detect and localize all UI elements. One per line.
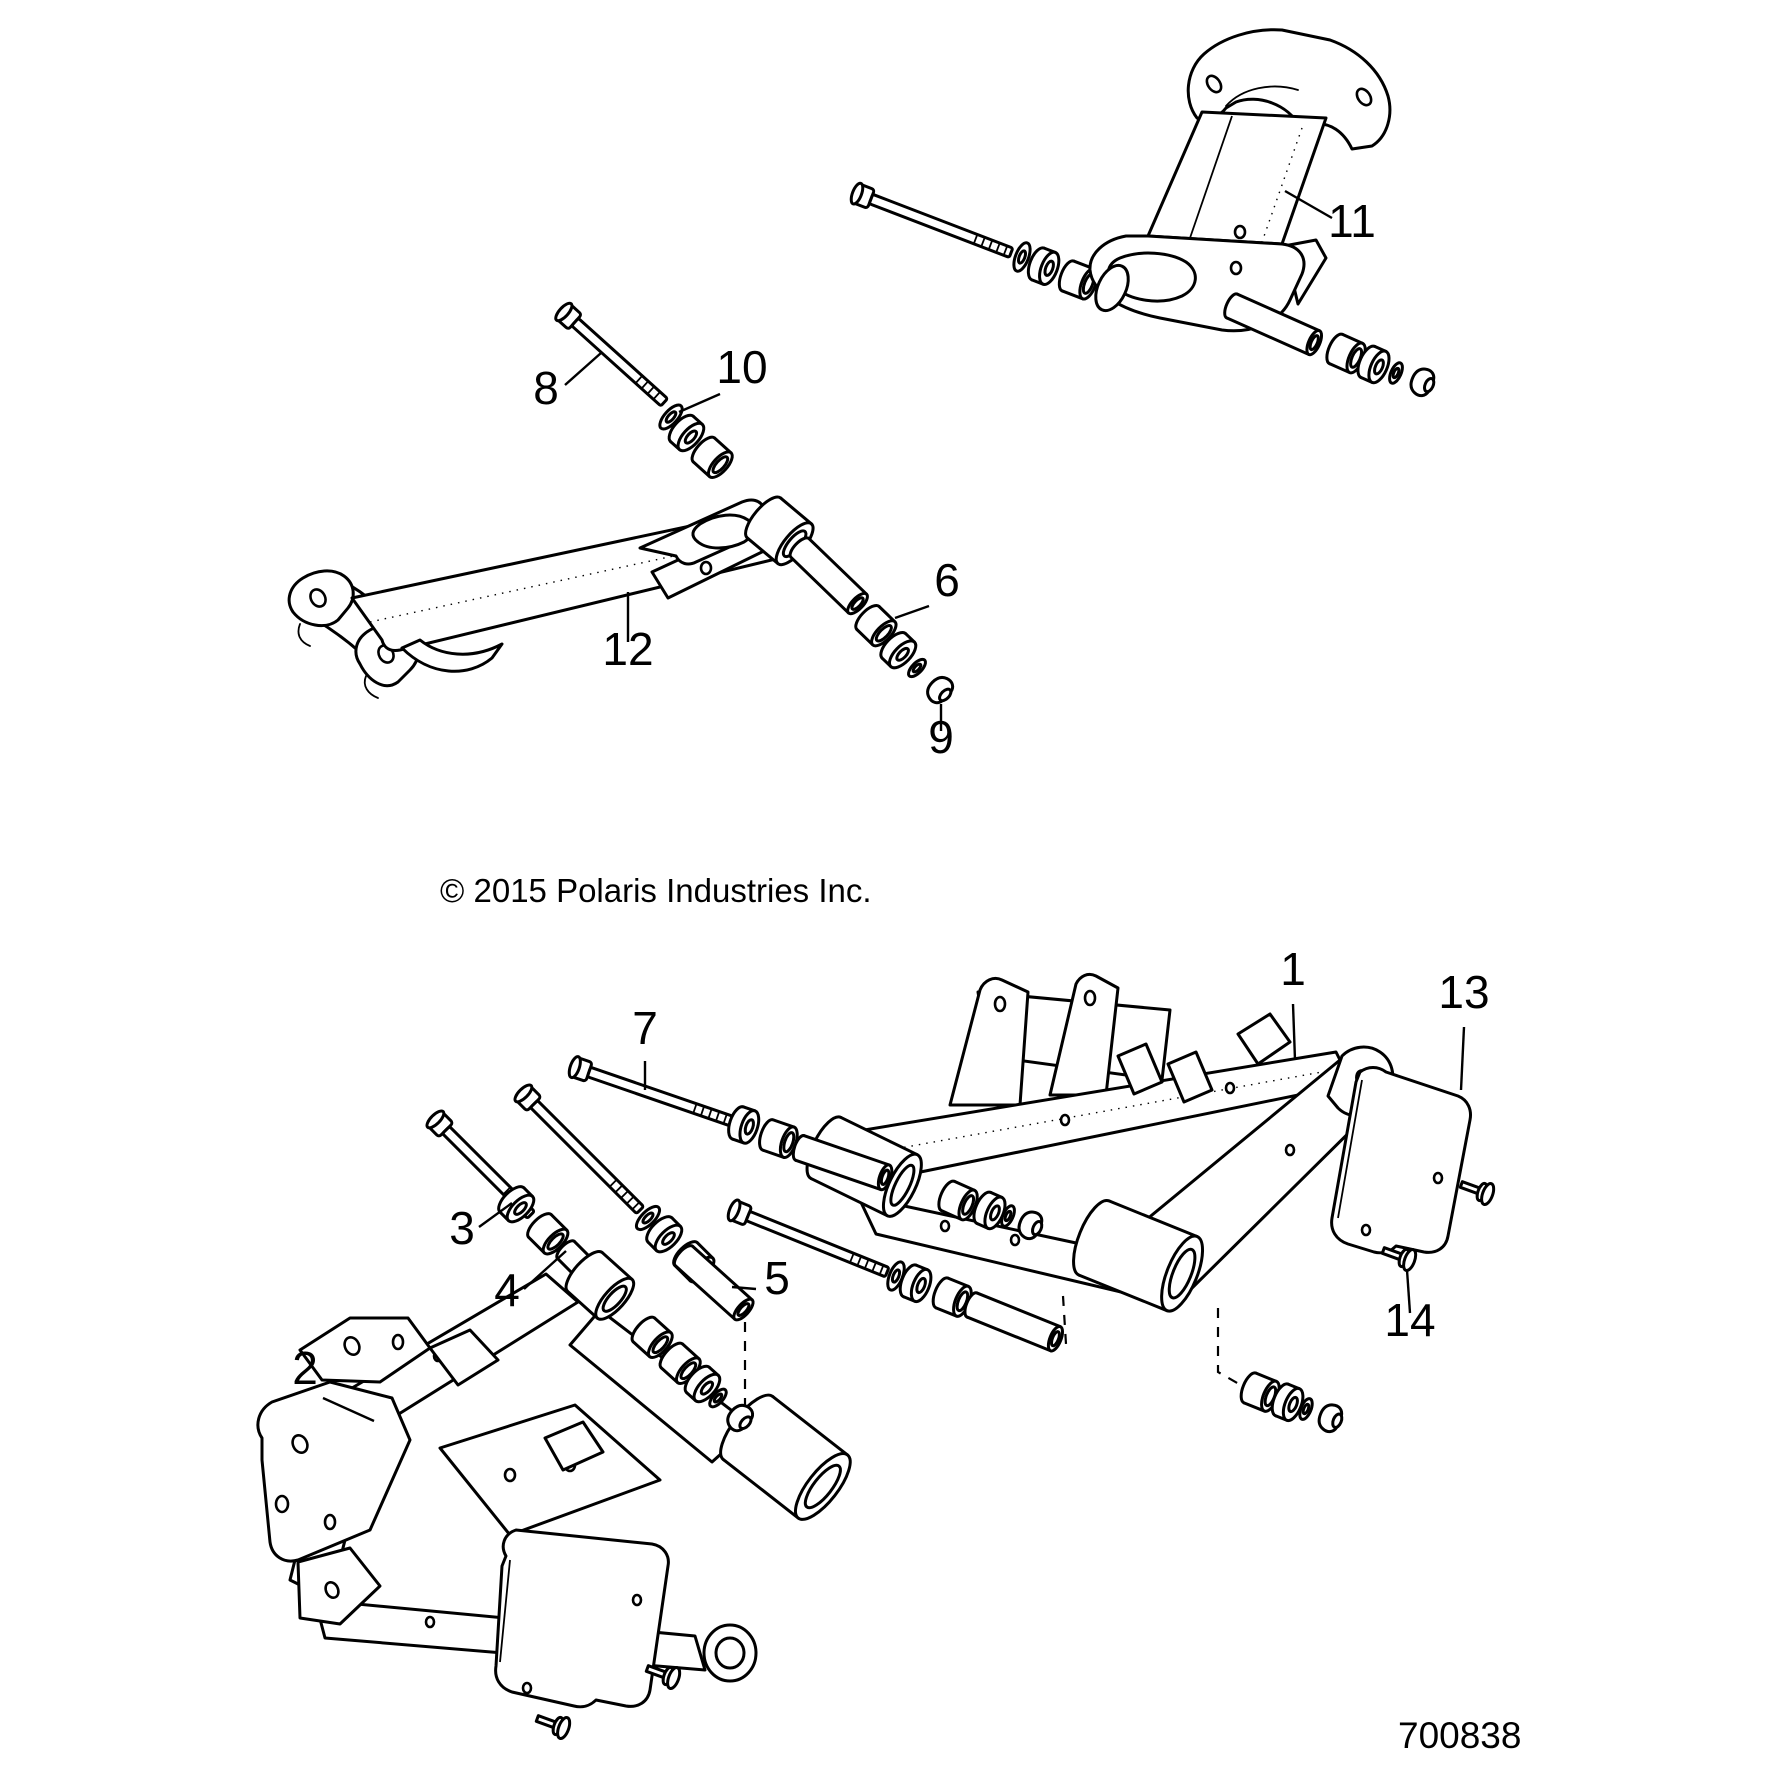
callout-7: 7 — [632, 1002, 658, 1054]
mud-guard-plate — [494, 1528, 670, 1709]
callout-2: 2 — [292, 1342, 318, 1394]
callout-10: 10 — [716, 341, 767, 393]
spacer-tube — [960, 1289, 1067, 1355]
callout-13-leader — [1459, 1026, 1466, 1091]
callout-12: 12 — [602, 623, 653, 675]
assembly-line — [1061, 1295, 1068, 1345]
callout-2-leader — [322, 1396, 375, 1423]
callout-10-leader — [678, 392, 721, 414]
middle-left-arm-assembly — [287, 299, 960, 710]
callout-4-leader — [523, 1250, 567, 1290]
bolt — [551, 299, 674, 412]
rear-control-arm-right-assembly — [724, 972, 1498, 1437]
bolt — [565, 1053, 736, 1133]
callout-6: 6 — [934, 554, 960, 606]
frame-bracket — [287, 569, 420, 699]
callout-11: 11 — [1328, 195, 1376, 247]
spacer-tube — [669, 1241, 758, 1325]
assembly-line — [1216, 1308, 1247, 1389]
callout-5-leader — [731, 1285, 757, 1291]
diagram-code: 700838 — [1398, 1715, 1521, 1756]
arm-body — [1146, 110, 1328, 246]
callout-14: 14 — [1384, 1294, 1435, 1346]
callout-1: 1 — [1280, 943, 1306, 995]
callout-3-leader — [478, 1202, 513, 1228]
callout-9: 9 — [928, 711, 954, 763]
callout-4: 4 — [494, 1264, 520, 1316]
nut — [921, 671, 960, 710]
spacer-tube — [785, 533, 873, 619]
callout-13: 13 — [1438, 966, 1489, 1018]
mud-guard-plate — [1330, 1066, 1472, 1255]
callout-5: 5 — [764, 1252, 790, 1304]
bolt — [847, 180, 1017, 265]
screw — [1456, 1172, 1498, 1208]
rear-control-arm-left-assembly — [256, 1053, 897, 1742]
callout-6-leader — [894, 604, 930, 620]
callout-8-leader — [564, 352, 602, 386]
copyright-text: © 2015 Polaris Industries Inc. — [440, 872, 872, 909]
callout-8: 8 — [533, 362, 559, 414]
frame-bracket — [256, 1316, 500, 1626]
callout-3: 3 — [449, 1202, 475, 1254]
upper-right-arm-assembly — [847, 28, 1440, 401]
callout-11-leader — [1284, 189, 1333, 220]
screw — [532, 1706, 574, 1742]
bushing — [723, 1102, 764, 1148]
frame-bracket — [1186, 28, 1392, 151]
callout-1-leader — [1291, 1003, 1297, 1061]
nut — [1405, 363, 1440, 401]
callout-14-leader — [1405, 1269, 1412, 1314]
nut — [1313, 1399, 1348, 1437]
